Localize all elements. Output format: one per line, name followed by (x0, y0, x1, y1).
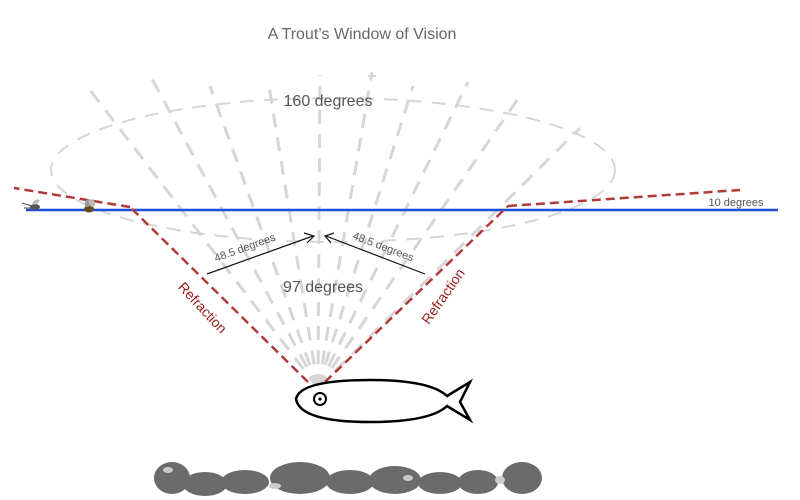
right-refraction-above (507, 188, 741, 208)
rock (326, 470, 374, 494)
right-refraction-below (324, 205, 509, 383)
rock (418, 472, 462, 494)
trout-pupil (318, 397, 322, 401)
rock (221, 470, 269, 494)
left-refraction-below (129, 206, 309, 383)
trout-body (294, 378, 474, 424)
right-half-angle-label: 48.5 degrees (351, 230, 416, 264)
left-refraction-above (13, 186, 131, 209)
left-arrow-head (303, 232, 316, 244)
sight-line (316, 85, 415, 389)
sight-line (316, 95, 522, 389)
rock (458, 470, 498, 494)
inner-angle-label: 97 degrees (283, 279, 363, 296)
sight-lines (88, 71, 582, 390)
mosquito-icon (21, 199, 40, 210)
left-refraction-label: Refraction (175, 279, 230, 337)
right-half-angle-arrow (325, 235, 426, 275)
half-angle-arrows (206, 232, 426, 275)
sight-line (316, 81, 470, 389)
trout (294, 378, 474, 424)
rock (183, 472, 227, 496)
riverbed-rocks (154, 462, 542, 496)
fly-icon (84, 199, 96, 213)
diagram-title: A Trout’s Window of Vision (268, 26, 457, 43)
refraction-lines (13, 186, 741, 383)
sight-line (316, 71, 374, 389)
right-arrow-head (323, 232, 335, 244)
sight-line (266, 79, 320, 389)
sight-line (316, 74, 322, 389)
view-ellipse (50, 97, 616, 243)
rock (154, 462, 190, 494)
sight-line (208, 85, 320, 389)
rock (270, 462, 330, 494)
sight-line (88, 89, 320, 389)
right-refraction-label: Refraction (418, 265, 468, 326)
outer-angle-label: 160 degrees (284, 93, 373, 110)
left-half-angle-arrow (206, 235, 314, 275)
rock (502, 462, 542, 494)
rock (369, 466, 421, 494)
sight-line (148, 74, 320, 389)
sight-line (316, 126, 582, 390)
surface-angle-label: 10 degrees (708, 197, 764, 209)
